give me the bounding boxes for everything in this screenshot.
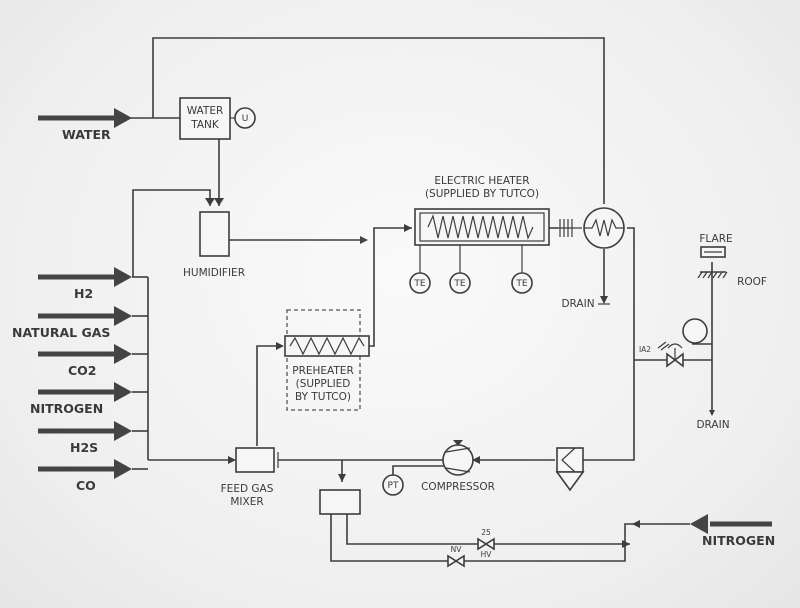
hv-valve: 25 HV bbox=[477, 528, 495, 559]
nv-label: NV bbox=[451, 545, 463, 554]
te-label-2: TE bbox=[453, 279, 465, 289]
feed-gas-mixer-label-2: MIXER bbox=[230, 496, 263, 508]
temperature-elements: TE TE TE bbox=[409, 245, 533, 294]
water-tank-label-2: TANK bbox=[190, 119, 220, 131]
h2s-label: H2S bbox=[70, 440, 98, 455]
buffer-vessel bbox=[319, 489, 361, 515]
water-tank-label-1: WATER bbox=[187, 105, 224, 117]
te-label-1: TE bbox=[413, 279, 425, 289]
separator bbox=[555, 447, 585, 492]
co2-arrow bbox=[38, 344, 148, 364]
ia2-label: IA2 bbox=[639, 345, 651, 354]
natural-gas-label: NATURAL GAS bbox=[12, 325, 110, 340]
flow-arrows bbox=[205, 198, 640, 548]
feed-gas-mixer-label-1: FEED GAS bbox=[221, 483, 274, 495]
nv-valve: NV bbox=[447, 545, 465, 568]
nitrogen-purge-arrow bbox=[690, 514, 772, 534]
roof-hatch-icon bbox=[697, 271, 728, 279]
te-instrument-1 bbox=[409, 272, 431, 294]
preheater: PREHEATER (SUPPLIED BY TUTCO) bbox=[284, 309, 370, 411]
roof-label: ROOF bbox=[737, 276, 767, 288]
te-instrument-2 bbox=[449, 272, 471, 294]
electric-heater-label-1: ELECTRIC HEATER bbox=[434, 175, 529, 187]
drain-flare-label: DRAIN bbox=[696, 419, 729, 431]
h2-arrow bbox=[38, 267, 148, 287]
feed-gas-mixer: FEED GAS MIXER bbox=[221, 447, 279, 508]
h2-label: H2 bbox=[74, 286, 93, 301]
input-arrows bbox=[38, 108, 772, 534]
nitrogen-label: NITROGEN bbox=[30, 401, 103, 416]
water-tank: WATER TANK U bbox=[179, 97, 256, 140]
pt-label: PT bbox=[388, 481, 399, 491]
nitrogen-arrow bbox=[38, 382, 148, 402]
electric-heater: ELECTRIC HEATER (SUPPLIED BY TUTCO) bbox=[414, 175, 625, 249]
heater-terminal-icon bbox=[558, 219, 582, 237]
humidifier: HUMIDIFIER bbox=[183, 211, 245, 279]
preheater-label-2: (SUPPLIED bbox=[296, 378, 351, 390]
pressure-regulator-icon bbox=[682, 318, 708, 344]
drain-heater: DRAIN bbox=[561, 296, 610, 310]
preheater-label-3: BY TUTCO) bbox=[295, 391, 351, 403]
te-instrument-3 bbox=[511, 272, 533, 294]
preheater-label-1: PREHEATER bbox=[292, 365, 354, 377]
h2s-arrow bbox=[38, 421, 148, 441]
flare: FLARE ROOF DRAIN bbox=[696, 233, 766, 431]
nitrogen-purge-label: NITROGEN bbox=[702, 533, 775, 548]
hv-number-label: 25 bbox=[481, 528, 491, 537]
water-tank-instrument-label: U bbox=[242, 114, 249, 124]
level-instrument-icon bbox=[234, 107, 256, 129]
compressor: COMPRESSOR bbox=[421, 440, 495, 493]
electric-heater-label-2: (SUPPLIED BY TUTCO) bbox=[425, 188, 539, 200]
heater-coil-icon bbox=[427, 214, 534, 240]
co-arrow bbox=[38, 459, 148, 479]
pressure-transmitter: PT bbox=[382, 474, 404, 496]
te-label-3: TE bbox=[515, 279, 527, 289]
ia2-control-valve: IA2 bbox=[639, 318, 708, 368]
co2-label: CO2 bbox=[68, 363, 97, 378]
humidifier-label: HUMIDIFIER bbox=[183, 267, 245, 279]
hv-label: HV bbox=[481, 550, 493, 559]
piping bbox=[130, 37, 713, 562]
compressor-label: COMPRESSOR bbox=[421, 481, 495, 493]
water-label: WATER bbox=[62, 127, 111, 142]
preheater-coil-icon bbox=[289, 336, 365, 356]
flare-label: FLARE bbox=[699, 233, 732, 245]
drain-heater-label: DRAIN bbox=[561, 298, 594, 310]
co-label: CO bbox=[76, 478, 96, 493]
natural-gas-arrow bbox=[38, 306, 148, 326]
